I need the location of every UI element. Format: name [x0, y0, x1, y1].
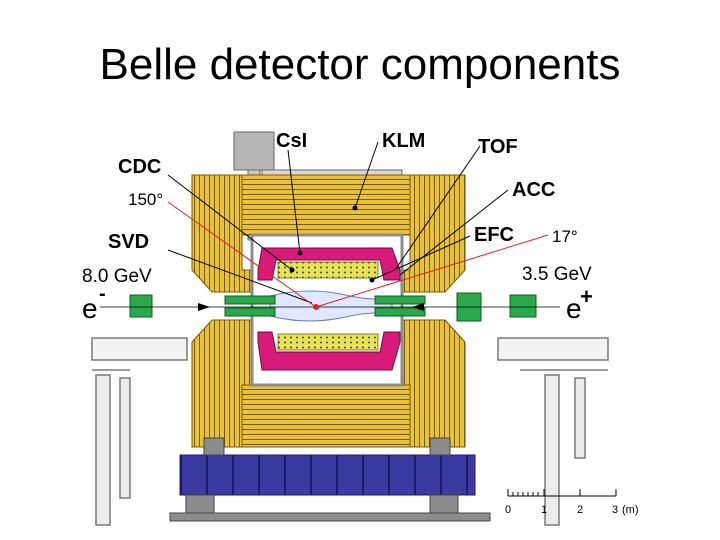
scale-tick-0: 0 [505, 504, 511, 516]
beam-magnets [129, 292, 537, 322]
support-base [179, 454, 476, 496]
electron-beam-arrow [198, 303, 210, 311]
csi-calorimeter [257, 247, 401, 371]
scale-bar: 0 1 2 3 (m) [505, 489, 639, 516]
cdc-bottom [277, 333, 379, 351]
scale-tick-3: 3 [612, 504, 618, 516]
label-svd: SVD [108, 231, 149, 253]
label-positron-sign: + [580, 284, 593, 309]
slide-title: Belle detector components [99, 40, 621, 89]
klm-endcap-right-bottom [399, 319, 466, 448]
klm-endcap-left-bottom [191, 319, 253, 448]
scale-tick-1: 1 [541, 504, 547, 516]
acceptance-lines [167, 201, 549, 308]
label-electron-sign: - [99, 283, 106, 305]
support-feet [169, 437, 491, 522]
label-pointers [167, 141, 509, 304]
scale-unit: (m) [622, 504, 639, 516]
right-support-frame [497, 337, 609, 526]
label-angle-fwd: 17° [552, 227, 578, 246]
label-acc: ACC [512, 179, 555, 201]
label-cdc: CDC [118, 156, 161, 178]
left-support-frame [91, 337, 188, 526]
label-klm: KLM [382, 130, 425, 152]
label-dots [289, 205, 375, 283]
label-positron: e [566, 293, 582, 324]
label-energy-electron: 8.0 GeV [82, 266, 152, 287]
label-electron: e [82, 293, 98, 324]
positron-beam-arrow [412, 303, 424, 311]
klm-barrel-bottom [241, 384, 411, 448]
belle-detector-diagram: CsI KLM TOF CDC ACC 150° SVD EFC 17° 8.0… [82, 130, 639, 526]
cdc-top [277, 261, 379, 279]
label-csi: CsI [276, 130, 307, 152]
klm-endcap-right-top [399, 174, 466, 293]
scale-tick-2: 2 [577, 504, 583, 516]
label-angle-back: 150° [128, 190, 163, 209]
label-efc: EFC [474, 224, 514, 246]
label-tof: TOF [478, 136, 518, 158]
label-energy-positron: 3.5 GeV [522, 264, 592, 285]
klm-barrel-top [241, 174, 411, 236]
